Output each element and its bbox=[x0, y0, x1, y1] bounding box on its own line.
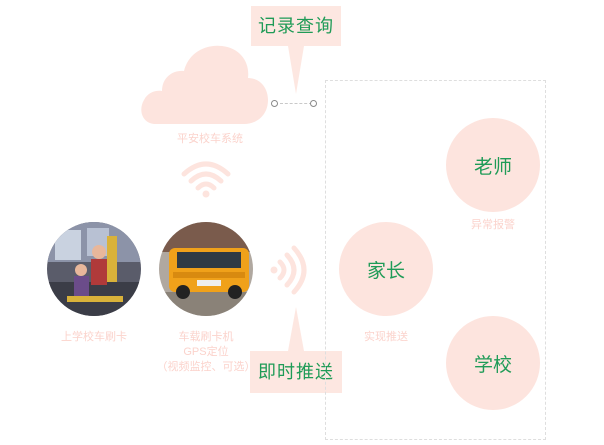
teacher-node: 老师 bbox=[446, 118, 540, 212]
record-query-callout: 记录查询 bbox=[251, 6, 341, 94]
cloud-icon bbox=[141, 45, 268, 125]
connector-line bbox=[280, 103, 312, 104]
students-boarding-photo bbox=[47, 222, 141, 316]
school-label: 学校 bbox=[473, 354, 512, 376]
system-label: 平安校车系统 bbox=[177, 133, 243, 145]
recipients-container bbox=[325, 80, 546, 440]
school-node: 学校 bbox=[446, 316, 540, 410]
connector-dot-right bbox=[310, 100, 317, 107]
parent-label: 家长 bbox=[366, 260, 405, 282]
teacher-label: 老师 bbox=[473, 156, 512, 178]
school-bus-photo bbox=[159, 222, 253, 316]
bus-caption-line2: GPS定位 bbox=[183, 346, 229, 358]
parent-node: 家长 bbox=[339, 222, 433, 316]
bus-caption-line3: （视频监控、可选） bbox=[156, 361, 256, 373]
parent-caption: 实现推送 bbox=[364, 331, 408, 343]
wifi-up-icon bbox=[181, 161, 231, 198]
instant-push-callout: 即时推送 bbox=[250, 307, 342, 393]
students-caption: 上学校车刷卡 bbox=[61, 331, 127, 343]
wifi-right-icon bbox=[270, 245, 307, 295]
teacher-caption: 异常报警 bbox=[471, 219, 515, 231]
connector-dot-left bbox=[271, 100, 278, 107]
bus-caption-line1: 车载刷卡机 bbox=[178, 331, 234, 343]
